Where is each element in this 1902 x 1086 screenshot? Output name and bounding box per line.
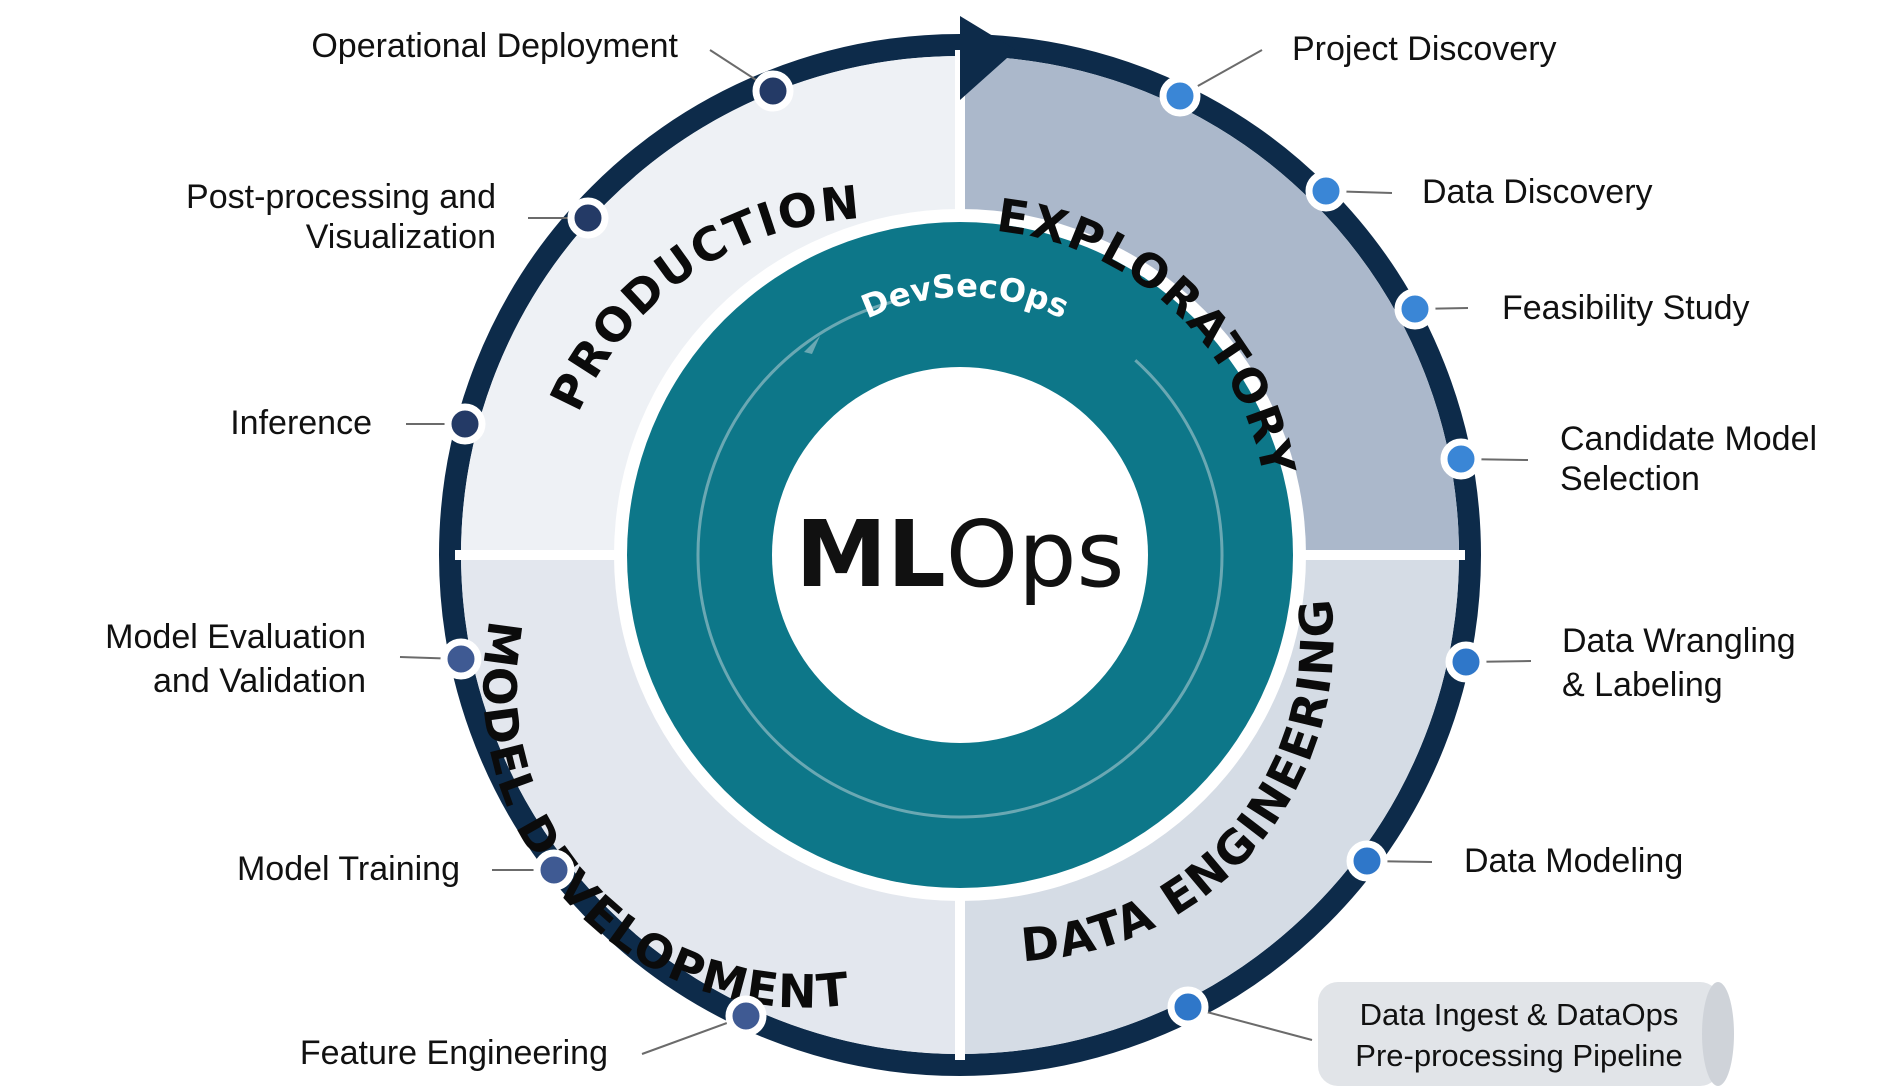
label-feature-engineering: Feature Engineering (300, 1034, 608, 1072)
label-model-evaluation-1: Model Evaluation (105, 618, 366, 656)
label-pipeline-2: Pre-processing Pipeline (1355, 1038, 1682, 1073)
mlops-title: MLOps (796, 501, 1125, 608)
dot-feature-engineering (725, 995, 767, 1037)
dot-feasibility-study (1394, 288, 1436, 330)
label-pipeline-1: Data Ingest & DataOps (1360, 997, 1679, 1032)
milestone-dots (440, 70, 1487, 1037)
dot-operational-deployment (752, 70, 794, 112)
label-model-training: Model Training (237, 850, 460, 888)
label-feasibility-study: Feasibility Study (1502, 289, 1750, 327)
mlops-title-bold: ML (796, 501, 946, 608)
dot-candidate-model (1440, 438, 1482, 480)
devsecops-arrow-icon (804, 336, 820, 354)
label-data-discovery: Data Discovery (1422, 173, 1653, 211)
label-post-processing-2: Visualization (306, 218, 496, 256)
pipeline-box: Data Ingest & DataOps Pre-processing Pip… (1318, 982, 1734, 1086)
dot-data-wrangling (1445, 641, 1487, 683)
label-candidate-model-1: Candidate Model (1560, 420, 1817, 458)
pipeline-box-body (1318, 982, 1720, 1086)
label-inference: Inference (230, 404, 372, 442)
label-post-processing-1: Post-processing and (186, 178, 496, 216)
label-candidate-model-2: Selection (1560, 460, 1700, 498)
dot-project-discovery (1159, 75, 1201, 117)
label-data-modeling: Data Modeling (1464, 842, 1683, 880)
dot-pipeline (1167, 986, 1209, 1028)
dot-model-training (533, 849, 575, 891)
dot-data-modeling (1346, 840, 1388, 882)
mlops-title-light: Ops (946, 501, 1125, 608)
cycle-direction-arrow-icon (960, 16, 1016, 100)
label-project-discovery: Project Discovery (1292, 30, 1557, 68)
devsecops-inner-track (696, 291, 1224, 819)
label-operational-deployment: Operational Deployment (311, 27, 678, 65)
label-data-wrangling-2: & Labeling (1562, 666, 1723, 704)
dot-post-processing (567, 197, 609, 239)
pipeline-box-cap (1702, 982, 1734, 1086)
dot-model-evaluation (440, 638, 482, 680)
dot-inference (444, 403, 486, 445)
center-circle (772, 367, 1148, 743)
dot-data-discovery (1305, 170, 1347, 212)
leader-pipeline (1187, 1006, 1313, 1041)
label-model-evaluation-2: and Validation (153, 662, 366, 700)
label-data-wrangling-1: Data Wrangling (1562, 622, 1796, 660)
